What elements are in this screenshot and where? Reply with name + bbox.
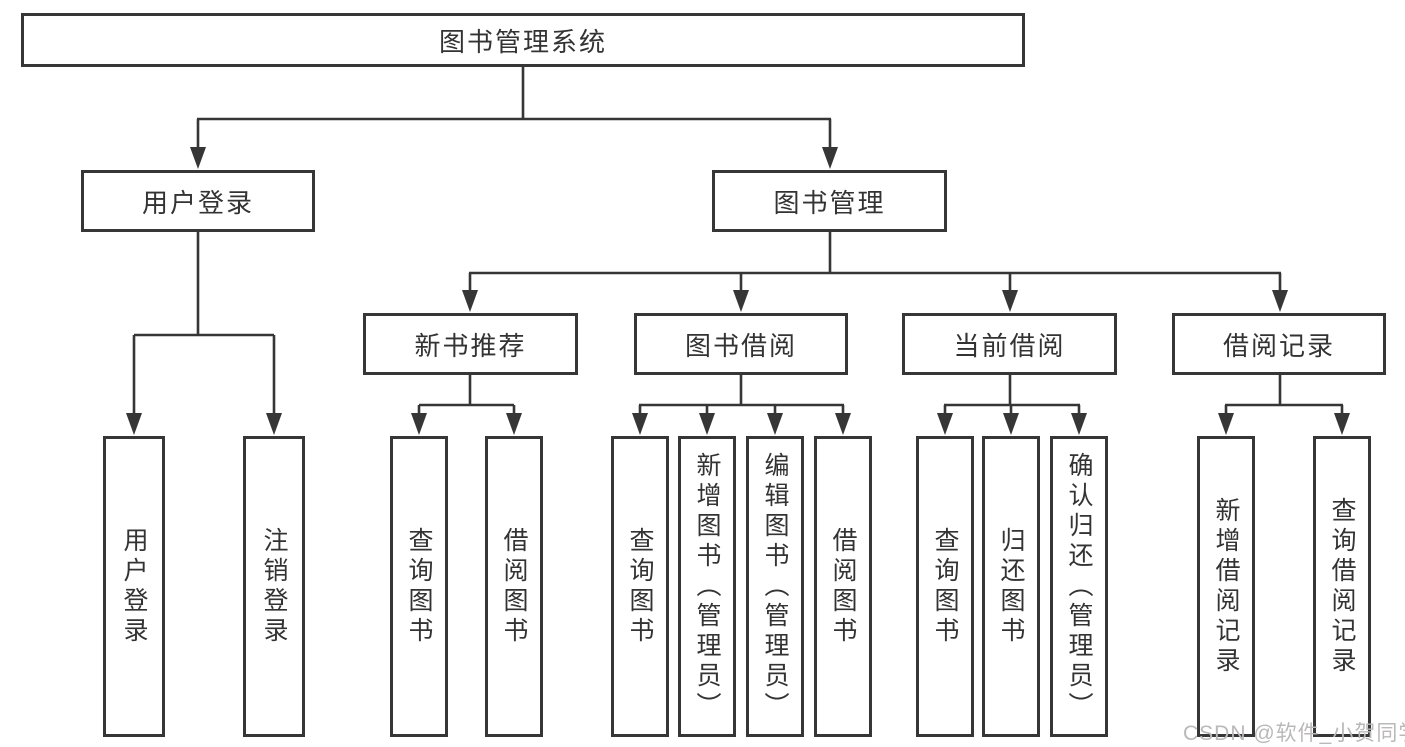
leaf-br-add-record: 新增借阅记录 — [1197, 436, 1255, 737]
leaf-rec-query-books-label: 查询图书 — [405, 526, 433, 647]
leaf-br-query-record: 查询借阅记录 — [1313, 436, 1371, 737]
watermark: CSDN @软件_小贺同学 — [1183, 722, 1405, 745]
leaf-bb-query-books: 查询图书 — [611, 436, 669, 737]
arrow-current-borrow — [1002, 290, 1018, 312]
arrow-leaf-rec-query — [411, 413, 427, 435]
leaf-rec-borrow-books: 借阅图书 — [485, 436, 543, 737]
arrow-leaf-rec-borrow — [506, 413, 522, 435]
leaf-bb-edit-books-admin-label: 编辑图书（管理员） — [761, 451, 789, 722]
node-current-borrow-label: 当前借阅 — [953, 330, 1066, 361]
node-book-mgmt: 图书管理 — [712, 170, 947, 232]
arrow-leaf-bb-borrow — [835, 413, 851, 435]
leaf-bb-borrow-books-label: 借阅图书 — [829, 526, 857, 647]
arrow-leaf-login — [126, 413, 142, 435]
leaf-user-login-label: 用户登录 — [120, 526, 148, 647]
node-book-borrow-label: 图书借阅 — [684, 330, 797, 361]
leaf-br-add-record-label: 新增借阅记录 — [1212, 496, 1240, 677]
leaf-logout: 注销登录 — [243, 436, 305, 737]
leaf-cb-query-books-label: 查询图书 — [931, 526, 959, 647]
arrow-user-login — [190, 147, 206, 169]
node-borrow-record-label: 借阅记录 — [1222, 330, 1335, 361]
node-new-book-rec-label: 新书推荐 — [414, 330, 527, 361]
leaf-cb-query-books: 查询图书 — [916, 436, 974, 737]
leaf-bb-query-books-label: 查询图书 — [626, 526, 654, 647]
node-user-login-label: 用户登录 — [141, 187, 254, 218]
leaf-logout-label: 注销登录 — [260, 526, 288, 647]
arrow-leaf-cb-return — [1003, 413, 1019, 435]
node-current-borrow: 当前借阅 — [902, 313, 1117, 375]
node-book-mgmt-label: 图书管理 — [773, 187, 886, 218]
node-book-borrow: 图书借阅 — [634, 313, 848, 375]
leaf-bb-add-books-admin-label: 新增图书（管理员） — [693, 451, 721, 722]
leaf-cb-return-books-label: 归还图书 — [997, 526, 1025, 647]
arrow-book-mgmt — [822, 147, 838, 169]
node-root-label: 图书管理系统 — [438, 26, 607, 57]
leaf-bb-add-books-admin: 新增图书（管理员） — [678, 436, 736, 737]
node-root: 图书管理系统 — [21, 13, 1025, 67]
leaf-rec-borrow-books-label: 借阅图书 — [500, 526, 528, 647]
node-new-book-rec: 新书推荐 — [363, 313, 578, 375]
arrow-borrow-record — [1272, 290, 1288, 312]
leaf-rec-query-books: 查询图书 — [390, 436, 448, 737]
arrow-leaf-bb-edit — [767, 413, 783, 435]
leaf-bb-borrow-books: 借阅图书 — [814, 436, 872, 737]
leaf-cb-confirm-return-admin: 确认归还（管理员） — [1050, 436, 1108, 737]
arrow-leaf-cb-query — [937, 413, 953, 435]
arrow-leaf-bb-add — [699, 413, 715, 435]
leaf-bb-edit-books-admin: 编辑图书（管理员） — [746, 436, 804, 737]
arrow-leaf-cb-confirm — [1071, 413, 1087, 435]
leaf-cb-return-books: 归还图书 — [982, 436, 1040, 737]
leaf-cb-confirm-return-admin-label: 确认归还（管理员） — [1065, 451, 1093, 722]
arrow-leaf-logout — [266, 413, 282, 435]
arrow-leaf-br-query — [1334, 413, 1350, 435]
arrow-book-borrow — [733, 290, 749, 312]
node-borrow-record: 借阅记录 — [1172, 313, 1386, 375]
arrow-leaf-br-add — [1218, 413, 1234, 435]
arrow-new-book-rec — [462, 290, 478, 312]
leaf-br-query-record-label: 查询借阅记录 — [1328, 496, 1356, 677]
leaf-user-login: 用户登录 — [103, 436, 165, 737]
arrow-leaf-bb-query — [632, 413, 648, 435]
node-user-login: 用户登录 — [81, 170, 315, 232]
